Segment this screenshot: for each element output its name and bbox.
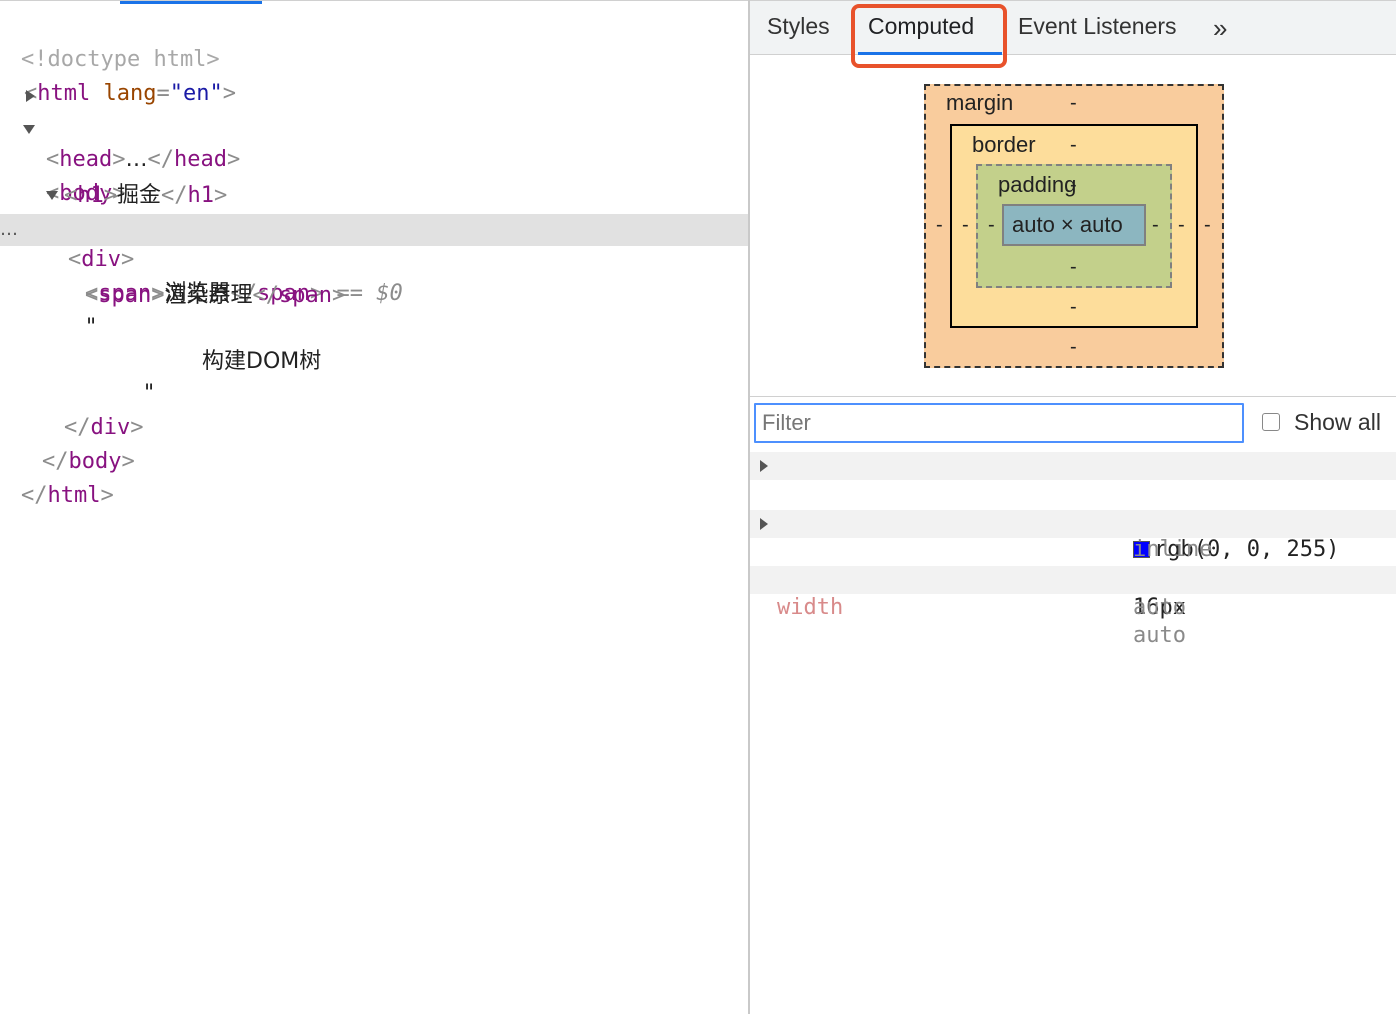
span-close-tag-name: span bbox=[279, 283, 332, 308]
panel-tab-indicator bbox=[120, 1, 262, 4]
body-tag-name: body bbox=[59, 181, 113, 206]
dom-node-span-selected[interactable]: … <span>浏览器</span> == $0 bbox=[0, 214, 749, 306]
border-right-value[interactable]: - bbox=[1178, 214, 1185, 236]
tab-computed[interactable]: Computed bbox=[868, 13, 975, 39]
border-top-value[interactable]: - bbox=[1070, 134, 1077, 156]
dom-node-html[interactable]: <html lang="en"> bbox=[24, 81, 236, 106]
head-tag-name: head bbox=[59, 147, 113, 172]
dom-node-head[interactable]: <head>…</head> bbox=[0, 80, 749, 172]
show-all-checkbox[interactable] bbox=[1262, 413, 1280, 431]
property-name: width bbox=[777, 595, 844, 620]
property-value: rgb(0, 0, 255) bbox=[1154, 537, 1340, 562]
html-attr-name: lang bbox=[103, 81, 157, 106]
padding-right-value[interactable]: - bbox=[1152, 214, 1159, 236]
active-tab-indicator bbox=[858, 52, 1002, 55]
computed-property-row[interactable]: color rgb(0, 0, 255) bbox=[750, 452, 1396, 562]
border-bottom-value[interactable]: - bbox=[1070, 296, 1077, 318]
tab-event-listeners[interactable]: Event Listeners bbox=[1018, 13, 1177, 39]
span1-text: 浏览器 bbox=[164, 281, 231, 306]
dom-node-h1[interactable]: <h1>掘金</h1> bbox=[64, 183, 228, 208]
filter-bar: Show all bbox=[750, 396, 1396, 448]
margin-top-value[interactable]: - bbox=[1070, 92, 1077, 114]
tab-styles[interactable]: Styles bbox=[767, 13, 830, 39]
selected-ref-var: $0 bbox=[376, 281, 403, 306]
computed-property-row[interactable]: width auto bbox=[750, 566, 1396, 648]
div-close-tag-name: div bbox=[90, 415, 131, 440]
content-size-value[interactable]: auto × auto bbox=[1012, 212, 1123, 237]
div-tag-name: div bbox=[81, 247, 121, 272]
collapse-arrow-icon[interactable] bbox=[46, 191, 58, 200]
dom-text-node-open[interactable]: " bbox=[0, 280, 749, 340]
show-all-label[interactable]: Show all bbox=[1294, 409, 1381, 435]
computed-property-row[interactable]: font-size 16px bbox=[750, 510, 1396, 620]
more-actions-icon[interactable]: … bbox=[0, 219, 18, 240]
dom-node-body-close[interactable]: </body> bbox=[42, 449, 135, 474]
padding-bottom-value[interactable]: - bbox=[1070, 256, 1077, 278]
text-quote-close: " bbox=[144, 381, 155, 406]
span-tag-name: span bbox=[98, 283, 152, 308]
elements-panel: <!doctype html> <html lang="en"> <head>…… bbox=[0, 0, 749, 508]
collapse-arrow-icon[interactable] bbox=[23, 125, 35, 134]
expand-arrow-icon[interactable] bbox=[760, 518, 768, 530]
text-node-content: 构建DOM树 bbox=[202, 349, 322, 374]
annotation-highlight-box bbox=[851, 4, 1007, 68]
property-value: 16px bbox=[1133, 595, 1186, 620]
panel-splitter[interactable] bbox=[748, 0, 750, 1014]
computed-property-row[interactable]: display inline bbox=[750, 480, 1396, 562]
property-value: auto bbox=[1133, 623, 1186, 648]
doctype-text: <!doctype html> bbox=[21, 47, 220, 72]
styles-sidebar: Styles Computed Event Listeners » margin… bbox=[750, 0, 1396, 1014]
filter-input[interactable] bbox=[754, 403, 1244, 443]
border-left-value[interactable]: - bbox=[962, 214, 969, 236]
h1-text: 掘金 bbox=[117, 183, 162, 208]
dom-text-node-close[interactable]: " bbox=[0, 346, 749, 406]
dom-text-node[interactable]: 构建DOM树 bbox=[0, 314, 749, 374]
html-close-tag-name: html bbox=[47, 483, 101, 508]
expand-arrow-icon[interactable] bbox=[26, 90, 35, 102]
margin-bottom-value[interactable]: - bbox=[1070, 336, 1077, 358]
head-collapsed-ellipsis[interactable]: … bbox=[125, 147, 148, 172]
color-swatch-icon[interactable] bbox=[1133, 541, 1150, 558]
html-tag-name: html bbox=[37, 81, 91, 106]
h1-tag-name: h1 bbox=[77, 183, 104, 208]
dom-node-body[interactable]: <body> bbox=[0, 114, 749, 206]
h1-close-tag-name: h1 bbox=[187, 183, 215, 208]
body-close-tag-name: body bbox=[68, 449, 122, 474]
html-attr-value: "en" bbox=[169, 81, 223, 106]
margin-right-value[interactable]: - bbox=[1204, 214, 1211, 236]
margin-label: margin bbox=[946, 90, 1014, 115]
dom-node-doctype[interactable]: <!doctype html> bbox=[0, 12, 749, 72]
computed-property-row[interactable]: height auto bbox=[750, 538, 1396, 620]
border-label: border bbox=[972, 132, 1036, 157]
more-tabs-chevron-icon[interactable]: » bbox=[1213, 13, 1228, 43]
padding-label: padding bbox=[998, 172, 1077, 197]
selected-ref-equals: == bbox=[336, 281, 377, 306]
padding-top-value[interactable]: - bbox=[1070, 174, 1077, 196]
box-model-content[interactable] bbox=[1002, 204, 1146, 246]
box-model: margin - - - - border - - - - padding - … bbox=[750, 56, 1396, 396]
property-value: inline bbox=[1133, 537, 1213, 562]
sidebar-tabbar: Styles Computed Event Listeners » bbox=[750, 0, 1396, 55]
expand-arrow-icon[interactable] bbox=[760, 460, 768, 472]
dom-node-span[interactable]: <span>渲染原理</span> bbox=[85, 283, 346, 308]
property-value: auto bbox=[1133, 595, 1186, 620]
span-tag-name: span bbox=[98, 281, 152, 306]
dom-node-div[interactable]: <div> bbox=[0, 180, 749, 272]
padding-left-value[interactable]: - bbox=[988, 214, 995, 236]
margin-left-value[interactable]: - bbox=[936, 214, 943, 236]
span2-text: 渲染原理 bbox=[164, 283, 253, 308]
span-close-tag-name: span bbox=[257, 281, 310, 306]
text-quote-open: " bbox=[86, 315, 97, 340]
head-close-tag-name: head bbox=[173, 147, 227, 172]
dom-node-html-close[interactable]: </html> bbox=[21, 483, 114, 508]
dom-node-div-close[interactable]: </div> bbox=[64, 415, 144, 440]
